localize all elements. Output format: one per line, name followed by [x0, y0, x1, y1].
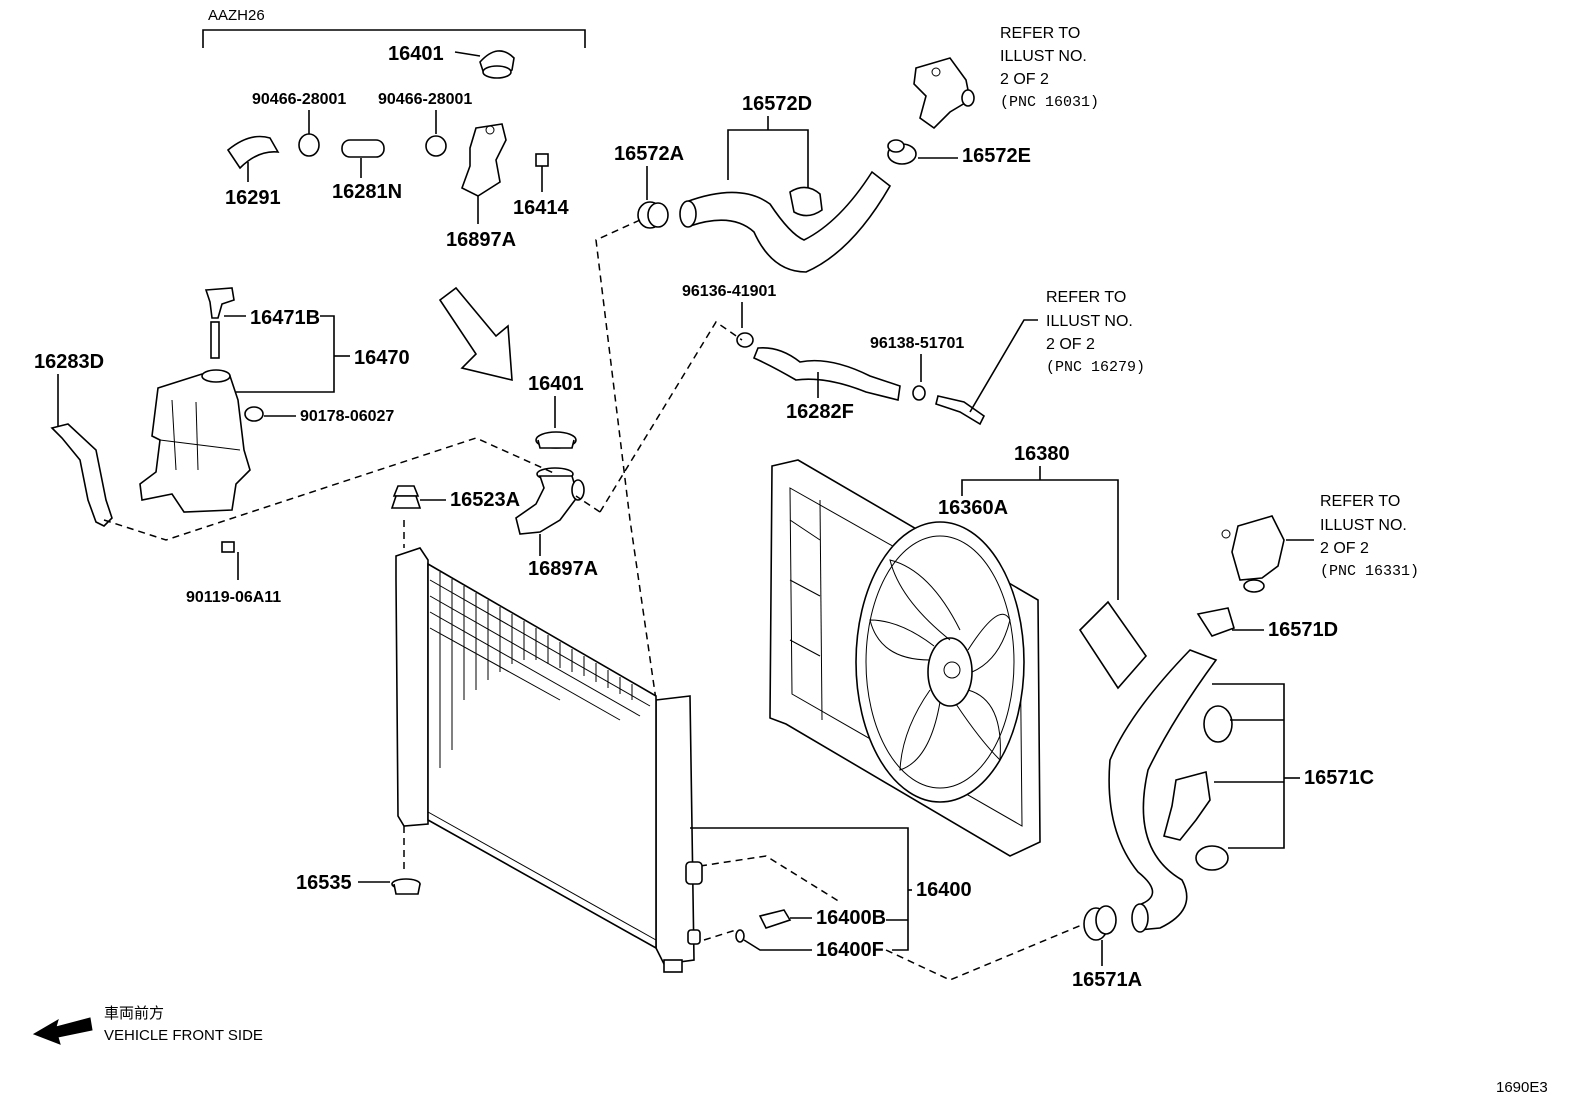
clamp-16571c-c [1195, 845, 1229, 871]
label-16400: 16400 [916, 879, 972, 901]
svg-text:ILLUST NO.: ILLUST NO. [1000, 48, 1087, 65]
upper-hose-16572d [679, 170, 892, 273]
direction-label-en: VEHICLE FRONT SIDE [104, 1027, 263, 1044]
diagram-code: 1690E3 [1496, 1079, 1548, 1096]
filler-pipe-top [461, 123, 507, 197]
label-16283d: 16283D [34, 351, 104, 373]
label-90119: 90119-06A11 [186, 589, 281, 606]
clamp-16571a [1083, 905, 1117, 941]
refer-note-16279: REFER TO ILLUST NO. 2 OF 2 (PNC 16279) [1046, 289, 1145, 376]
label-16535: 16535 [296, 872, 352, 894]
radiator-core-fins [429, 572, 651, 768]
label-16400f: 16400F [816, 939, 884, 961]
svg-text:2 OF 2: 2 OF 2 [1000, 71, 1049, 88]
svg-text:(PNC 16031): (PNC 16031) [1000, 94, 1099, 111]
hose-joint-16279 [935, 395, 986, 426]
hose-16291 [226, 135, 280, 170]
label-16401-mid: 16401 [528, 373, 584, 395]
refer-note-16031: REFER TO ILLUST NO. 2 OF 2 (PNC 16031) [1000, 25, 1099, 111]
svg-text:(PNC 16331): (PNC 16331) [1320, 563, 1419, 580]
svg-text:REFER TO: REFER TO [1000, 25, 1080, 42]
svg-text:2 OF 2: 2 OF 2 [1046, 336, 1095, 353]
direction-arrow-icon [438, 286, 513, 382]
overflow-hose-16283d [50, 423, 113, 527]
label-16401-top: 16401 [388, 43, 444, 65]
svg-text:ILLUST NO.: ILLUST NO. [1046, 313, 1133, 330]
bypass-hose-16282f [752, 346, 901, 401]
svg-text:(PNC 16279): (PNC 16279) [1046, 359, 1145, 376]
label-16282f: 16282F [786, 401, 854, 423]
label-16281n: 16281N [332, 181, 402, 203]
label-16571c: 16571C [1304, 767, 1374, 789]
label-16291: 16291 [225, 187, 281, 209]
label-16572d: 16572D [742, 93, 812, 115]
refer-note-16331: REFER TO ILLUST NO. 2 OF 2 (PNC 16331) [1320, 493, 1419, 580]
svg-text:2 OF 2: 2 OF 2 [1320, 540, 1369, 557]
label-96138: 96138-51701 [870, 335, 964, 352]
fan-shroud-16360a [769, 459, 1041, 857]
label-90466-a: 90466-28001 [252, 91, 346, 108]
clamp-16571c-b [1163, 770, 1211, 841]
water-inlet-16331 [1221, 515, 1285, 593]
filter-16380 [1078, 600, 1148, 690]
radiator-16400 [395, 547, 703, 973]
clamp-96136 [736, 332, 754, 348]
svg-text:REFER TO: REFER TO [1320, 493, 1400, 510]
clamp-90466-a [298, 133, 320, 157]
filler-neck-16897a [515, 467, 585, 535]
drain-cock-16400b [758, 909, 792, 929]
water-outlet-16031 [913, 57, 975, 130]
label-16360a: 16360A [938, 497, 1008, 519]
svg-text:ILLUST NO.: ILLUST NO. [1320, 517, 1407, 534]
variant-bracket [202, 29, 586, 48]
label-16380: 16380 [1014, 443, 1070, 465]
reservoir-tank-16470 [139, 369, 251, 513]
label-16897a-mid: 16897A [528, 558, 598, 580]
label-16400b: 16400B [816, 907, 886, 929]
label-16571d: 16571D [1268, 619, 1338, 641]
label-90178: 90178-06027 [300, 408, 394, 425]
clamp-16571d [1196, 607, 1235, 637]
clamp-16572a [637, 201, 669, 229]
reservoir-cap-16471b [204, 287, 235, 359]
label-90466-b: 90466-28001 [378, 91, 472, 108]
label-16471b: 16471B [250, 307, 320, 329]
radiator-cap-mid [535, 431, 577, 449]
label-16897a-top: 16897A [446, 229, 516, 251]
label-16414: 16414 [513, 197, 569, 219]
hose-16281n [341, 139, 385, 158]
radiator-cap-top [479, 50, 515, 79]
direction-label-jp: 車両前方 [104, 1005, 164, 1022]
clamp-96138 [912, 385, 926, 401]
clamp-16571c-a [1203, 705, 1233, 743]
mount-16535 [391, 878, 421, 895]
clamp-16572e [887, 139, 917, 165]
lower-hose-16571c [1108, 649, 1218, 933]
nut-90178 [244, 406, 264, 422]
clamp-90466-b [425, 135, 447, 157]
mount-16523a [390, 485, 422, 509]
label-16470: 16470 [354, 347, 410, 369]
bolt-16414 [535, 153, 549, 192]
o-ring-16400f [735, 929, 745, 943]
label-16572e: 16572E [962, 145, 1031, 167]
label-16523a: 16523A [450, 489, 520, 511]
svg-text:REFER TO: REFER TO [1046, 289, 1126, 306]
label-96136: 96136-41901 [682, 283, 776, 300]
bolt-90119 [221, 541, 239, 580]
variant-label: AAZH26 [208, 7, 265, 24]
label-16572a: 16572A [614, 143, 684, 165]
vehicle-front-arrow-icon [32, 1017, 93, 1045]
label-16571a: 16571A [1072, 969, 1142, 991]
